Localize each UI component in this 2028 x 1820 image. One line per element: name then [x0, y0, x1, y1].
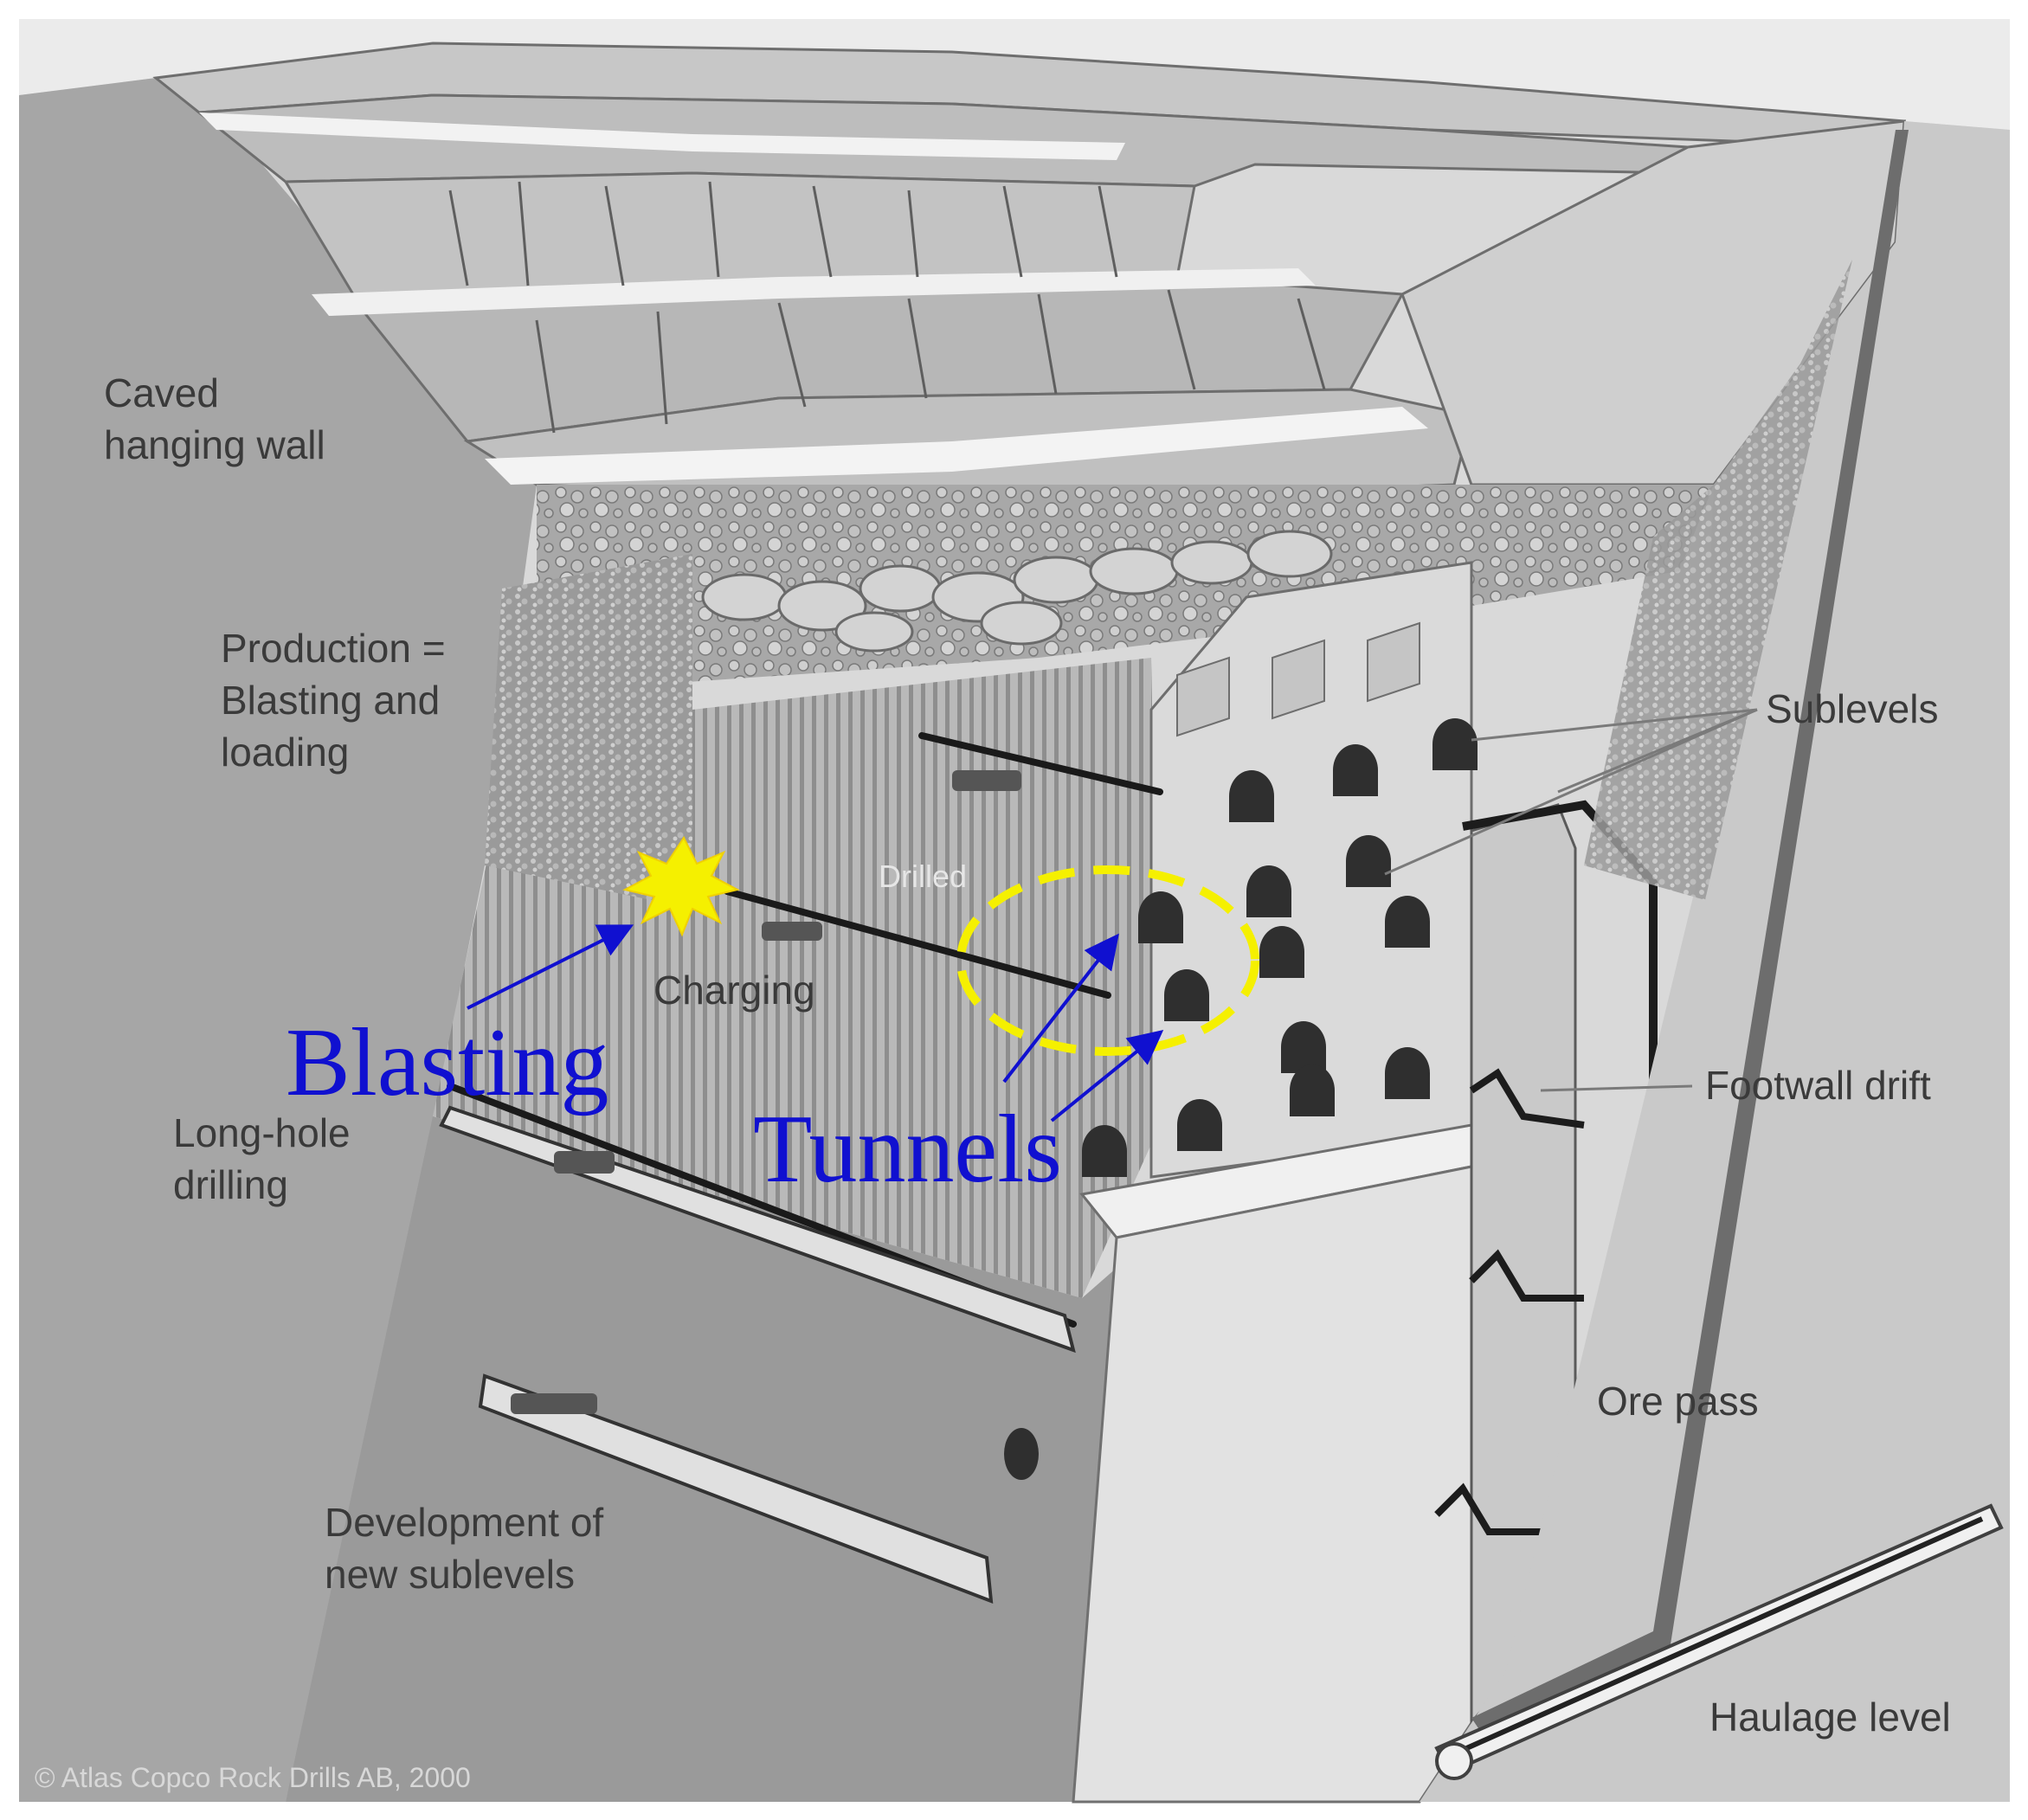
label-production-2: Blasting and — [221, 678, 440, 723]
sublevel-block — [1079, 561, 1510, 1239]
label-sublevels: Sublevels — [1766, 686, 1938, 731]
blast-star-icon — [622, 836, 740, 937]
tunnels-highlight-ellipse — [956, 865, 1259, 1056]
rubble-left — [485, 554, 692, 909]
label-haulage-level: Haulage level — [1709, 1695, 1951, 1740]
label-longhole-1: Long-hole — [173, 1110, 351, 1155]
label-drilled: Drilled — [879, 859, 967, 894]
annotation-blasting: Blasting — [286, 1009, 608, 1116]
caved-strata — [152, 42, 1907, 504]
label-caved-2: hanging wall — [104, 422, 325, 467]
boulders — [701, 530, 1333, 653]
footwall-block — [1072, 1158, 1508, 1804]
label-caved-1: Caved — [104, 370, 219, 415]
label-ore-pass: Ore pass — [1597, 1379, 1759, 1424]
footwall-contact — [1471, 130, 1909, 1731]
ground-surface — [19, 19, 2010, 130]
label-production-3: loading — [221, 730, 349, 775]
label-charging: Charging — [653, 968, 815, 1013]
tunnels-arrow-lower — [1050, 1029, 1164, 1122]
label-longhole-2: drilling — [173, 1162, 288, 1207]
label-development-2: new sublevels — [325, 1552, 575, 1597]
label-footwall-drift: Footwall drift — [1705, 1063, 1931, 1108]
haulage-drift — [1434, 1503, 2004, 1780]
blue-annotations: Blasting Tunnels — [286, 1009, 1062, 1203]
annotation-arrows — [467, 924, 1164, 1122]
right-footwall — [1420, 121, 2010, 1802]
annotation-tunnels: Tunnels — [753, 1096, 1062, 1203]
mining-machines — [511, 770, 1021, 1414]
diagram-labels: Caved hanging wall Production = Blasting… — [35, 370, 1951, 1793]
label-production-1: Production = — [221, 626, 446, 671]
label-development-1: Development of — [325, 1500, 603, 1545]
footwall-rubble — [1584, 260, 1852, 900]
hanging-wall — [19, 78, 537, 1802]
tunnels-arrow-upper — [1002, 933, 1119, 1084]
copyright-notice: © Atlas Copco Rock Drills AB, 2000 — [35, 1762, 471, 1793]
blasting-arrow — [467, 924, 634, 1010]
leader-lines — [1384, 708, 1758, 1092]
